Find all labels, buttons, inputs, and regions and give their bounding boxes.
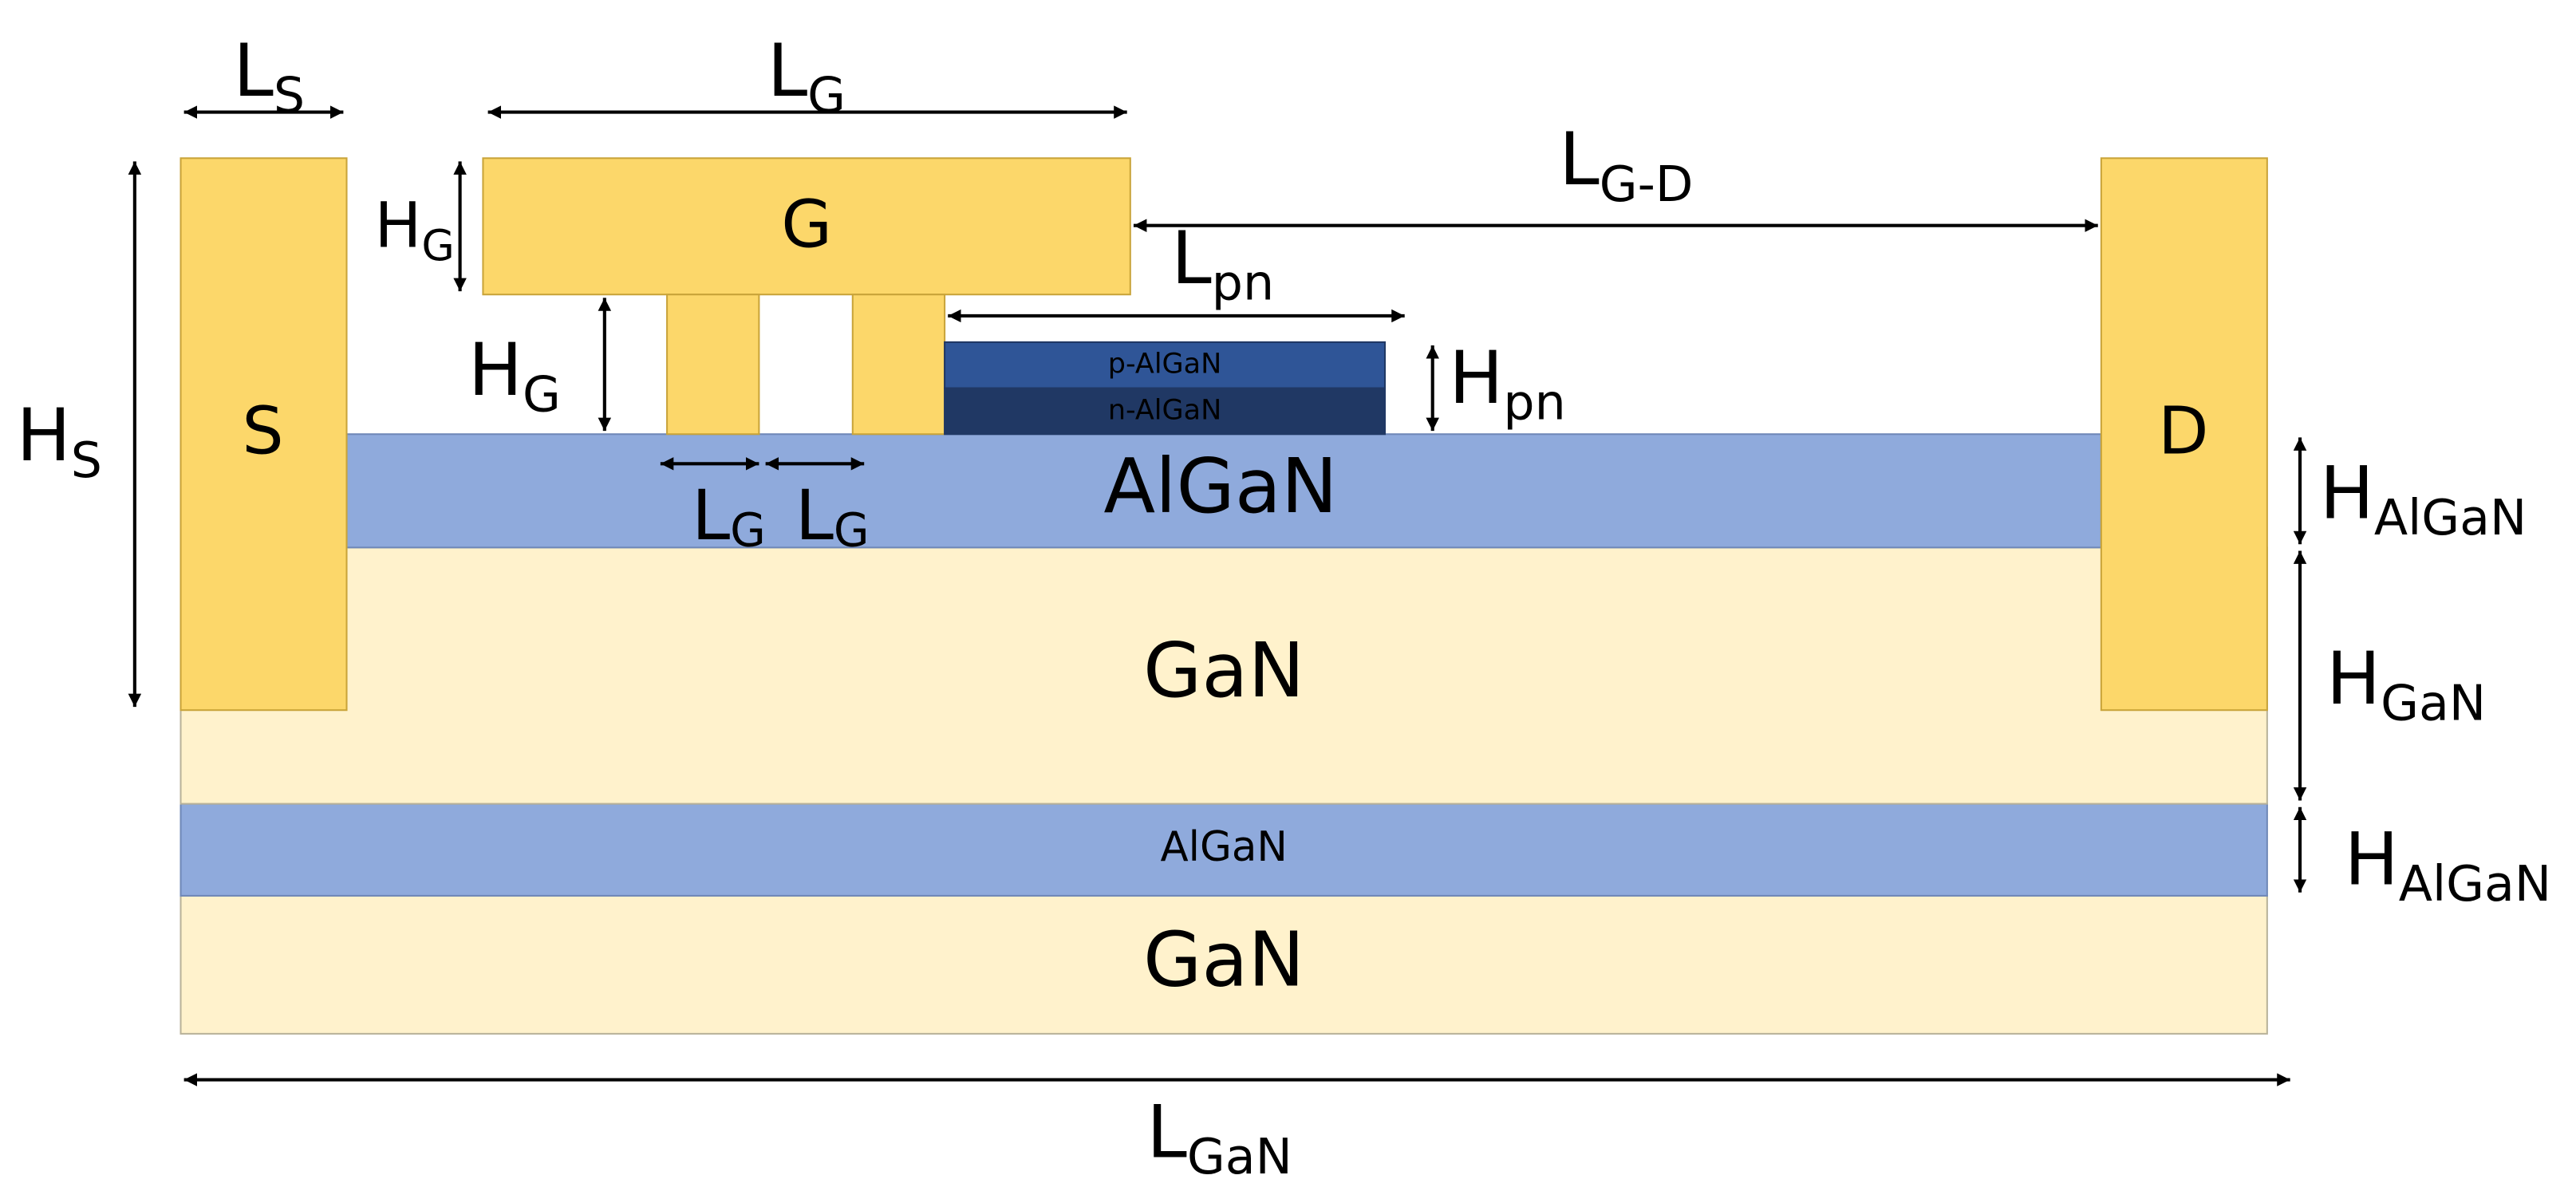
gate-head bbox=[482, 157, 1131, 296]
algan-back-barrier-layer bbox=[179, 803, 2268, 897]
gan-buffer-layer bbox=[179, 894, 2268, 1035]
algan-barrier-label: AlGaN bbox=[1103, 443, 1337, 530]
lg-top-label: LG bbox=[767, 30, 846, 124]
gate-label: G bbox=[781, 187, 832, 262]
lgan-label: LGaN bbox=[1146, 1090, 1292, 1185]
gate-finger-1 bbox=[666, 294, 760, 436]
hg-lower-label: HG bbox=[468, 329, 561, 424]
ls-label: LS bbox=[233, 30, 305, 124]
source-electrode bbox=[179, 157, 348, 712]
p-algan-layer bbox=[944, 341, 1387, 389]
h-algan-bottom-label: HAlGaN bbox=[2345, 818, 2551, 913]
gan-buffer-label: GaN bbox=[1143, 916, 1304, 1004]
source-label: S bbox=[242, 394, 283, 470]
lgd-label: LG-D bbox=[1559, 118, 1693, 213]
drain-electrode bbox=[2100, 157, 2268, 712]
n-algan-layer bbox=[944, 387, 1387, 436]
hg-upper-label: HG bbox=[375, 189, 455, 270]
lg-finger2-label: LG bbox=[795, 476, 870, 557]
h-algan-top-label: HAlGaN bbox=[2320, 452, 2527, 546]
n-algan-label: n-AlGaN bbox=[1108, 394, 1221, 426]
hs-label: HS bbox=[17, 394, 102, 489]
algan-barrier-layer bbox=[345, 433, 2102, 549]
gate-finger-2 bbox=[851, 294, 946, 436]
lg-finger1-label: LG bbox=[692, 476, 766, 557]
hpn-label: Hpn bbox=[1449, 337, 1565, 432]
lpn-label: Lpn bbox=[1171, 217, 1274, 312]
h-gan-label: HGaN bbox=[2326, 637, 2486, 732]
algan-back-barrier-label: AlGaN bbox=[1160, 823, 1287, 871]
p-algan-label: p-AlGaN bbox=[1108, 349, 1222, 381]
drain-label: D bbox=[2158, 394, 2208, 470]
gan-channel-label: GaN bbox=[1143, 627, 1304, 715]
